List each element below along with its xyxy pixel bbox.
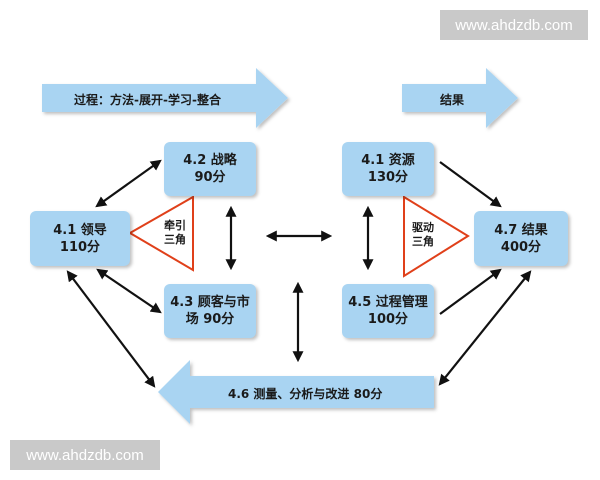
connector-process-results <box>439 268 502 315</box>
process-arrow <box>42 68 288 128</box>
watermark-top: www.ahdzdb.com <box>440 10 588 40</box>
drive-triangle-label: 驱动 三角 <box>408 221 438 249</box>
box-leadership-score: 110分 <box>59 239 101 255</box>
lead-triangle-label: 牵引 三角 <box>160 219 190 247</box>
box-results: 4.7 结果 400分 <box>474 211 568 266</box>
box-resources-score: 130分 <box>367 170 409 185</box>
box-customer-title: 4.3 顾客与市 <box>170 295 250 310</box>
lead-triangle-line1: 牵引 <box>164 219 186 232</box>
result-arrow-label: 结果 <box>440 93 465 107</box>
box-results-score: 400分 <box>500 239 542 255</box>
result-arrow <box>402 68 518 128</box>
connector-leadership-customer <box>96 268 162 314</box>
drive-triangle-line1: 驱动 <box>412 221 434 234</box>
connector-leadership-measure <box>66 270 156 388</box>
drive-triangle-line2: 三角 <box>412 235 434 248</box>
lead-triangle <box>128 195 194 272</box>
connector-results-measure <box>438 270 532 386</box>
measure-arrow-label: 4.6 测量、分析与改进 80分 <box>228 387 383 401</box>
connector-leadership-strategy <box>95 159 162 208</box>
box-strategy-title: 4.2 战略 <box>183 153 237 168</box>
connector-resources-results <box>439 161 502 208</box>
lead-triangle-line2: 三角 <box>164 233 186 246</box>
box-resources: 4.1 资源 130分 <box>342 142 434 196</box>
box-strategy-score: 90分 <box>194 170 226 185</box>
watermark-bottom: www.ahdzdb.com <box>10 440 160 470</box>
drive-triangle <box>403 195 470 278</box>
box-resources-title: 4.1 资源 <box>361 153 415 168</box>
box-process-management-title: 4.5 过程管理 <box>348 295 428 310</box>
process-arrow-label: 过程：方法-展开-学习-整合 <box>74 93 221 107</box>
box-process-management-score: 100分 <box>367 312 409 327</box>
measure-arrow <box>158 360 434 424</box>
box-process-management: 4.5 过程管理 100分 <box>342 284 434 338</box>
box-results-title: 4.7 结果 <box>494 222 548 238</box>
box-leadership: 4.1 领导 110分 <box>30 211 130 266</box>
box-customer-score: 场 90分 <box>185 312 235 327</box>
box-customer: 4.3 顾客与市 场 90分 <box>164 284 256 338</box>
box-strategy: 4.2 战略 90分 <box>164 142 256 196</box>
box-leadership-title: 4.1 领导 <box>53 222 107 238</box>
